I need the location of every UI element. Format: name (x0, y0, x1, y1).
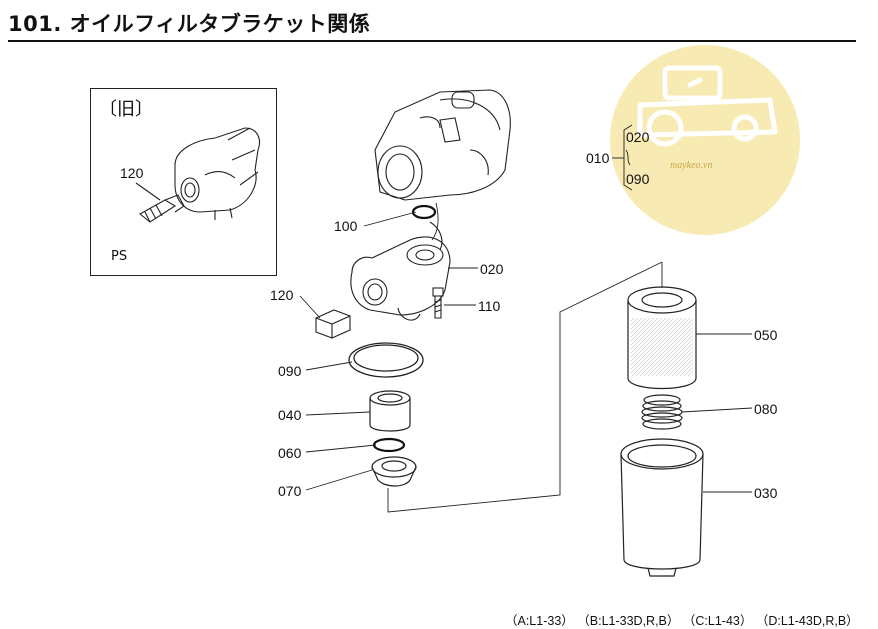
inset-bracket-drawing (174, 127, 261, 220)
model-d: （D:L1-43D,R,B） (755, 614, 859, 628)
model-b: （B:L1-33D,R,B） (577, 614, 680, 628)
case-030-drawing (620, 438, 704, 577)
leader-lines (299, 124, 753, 493)
bracket-020-drawing (350, 221, 451, 321)
model-c: （C:L1-43） (682, 614, 753, 628)
callout-090: 090 (278, 363, 302, 379)
callout-020-group: 020 (626, 129, 650, 145)
watermark-logo (610, 45, 800, 235)
callout-030: 030 (754, 485, 778, 501)
callout-080: 080 (754, 401, 778, 417)
inset-plug-120 (135, 182, 185, 223)
plug-120-drawing (315, 309, 351, 339)
tractor-icon (637, 65, 778, 147)
inset-callout-120: 120 (120, 165, 144, 181)
o-ring-060 (372, 437, 406, 453)
callout-090-group: 090 (626, 171, 650, 187)
model-applicability: （A:L1-33） （B:L1-33D,R,B） （C:L1-43） （D:L1… (505, 610, 859, 629)
callout-110: 110 (478, 298, 501, 314)
model-a: （A:L1-33） (505, 614, 574, 628)
sleeve-040-drawing (369, 390, 411, 432)
callout-010: 010 (586, 150, 610, 166)
gasket-090-drawing (348, 342, 424, 378)
callout-070: 070 (278, 483, 302, 499)
assembly-lines (387, 202, 663, 513)
inset-ps-label: PS (111, 249, 128, 264)
element-050-drawing (627, 286, 697, 390)
inset-heading: 〔旧〕 (99, 99, 153, 120)
o-ring-100 (411, 204, 437, 220)
callout-020: 020 (480, 261, 504, 277)
old-type-inset: 〔旧〕 PS (90, 88, 277, 276)
callout-040: 040 (278, 407, 302, 423)
watermark-text: maykeo.vn (670, 160, 713, 171)
pump-housing-drawing (374, 89, 511, 201)
title-rule (8, 40, 856, 42)
bolt-110-drawing (432, 287, 444, 319)
spring-080-drawing (641, 394, 683, 430)
callout-120: 120 (270, 287, 294, 303)
page-title: 101. オイルフィルタブラケット関係 (8, 12, 371, 36)
callout-060: 060 (278, 445, 302, 461)
seat-070-drawing (371, 456, 417, 487)
callout-100: 100 (334, 218, 358, 234)
callout-050: 050 (754, 327, 778, 343)
